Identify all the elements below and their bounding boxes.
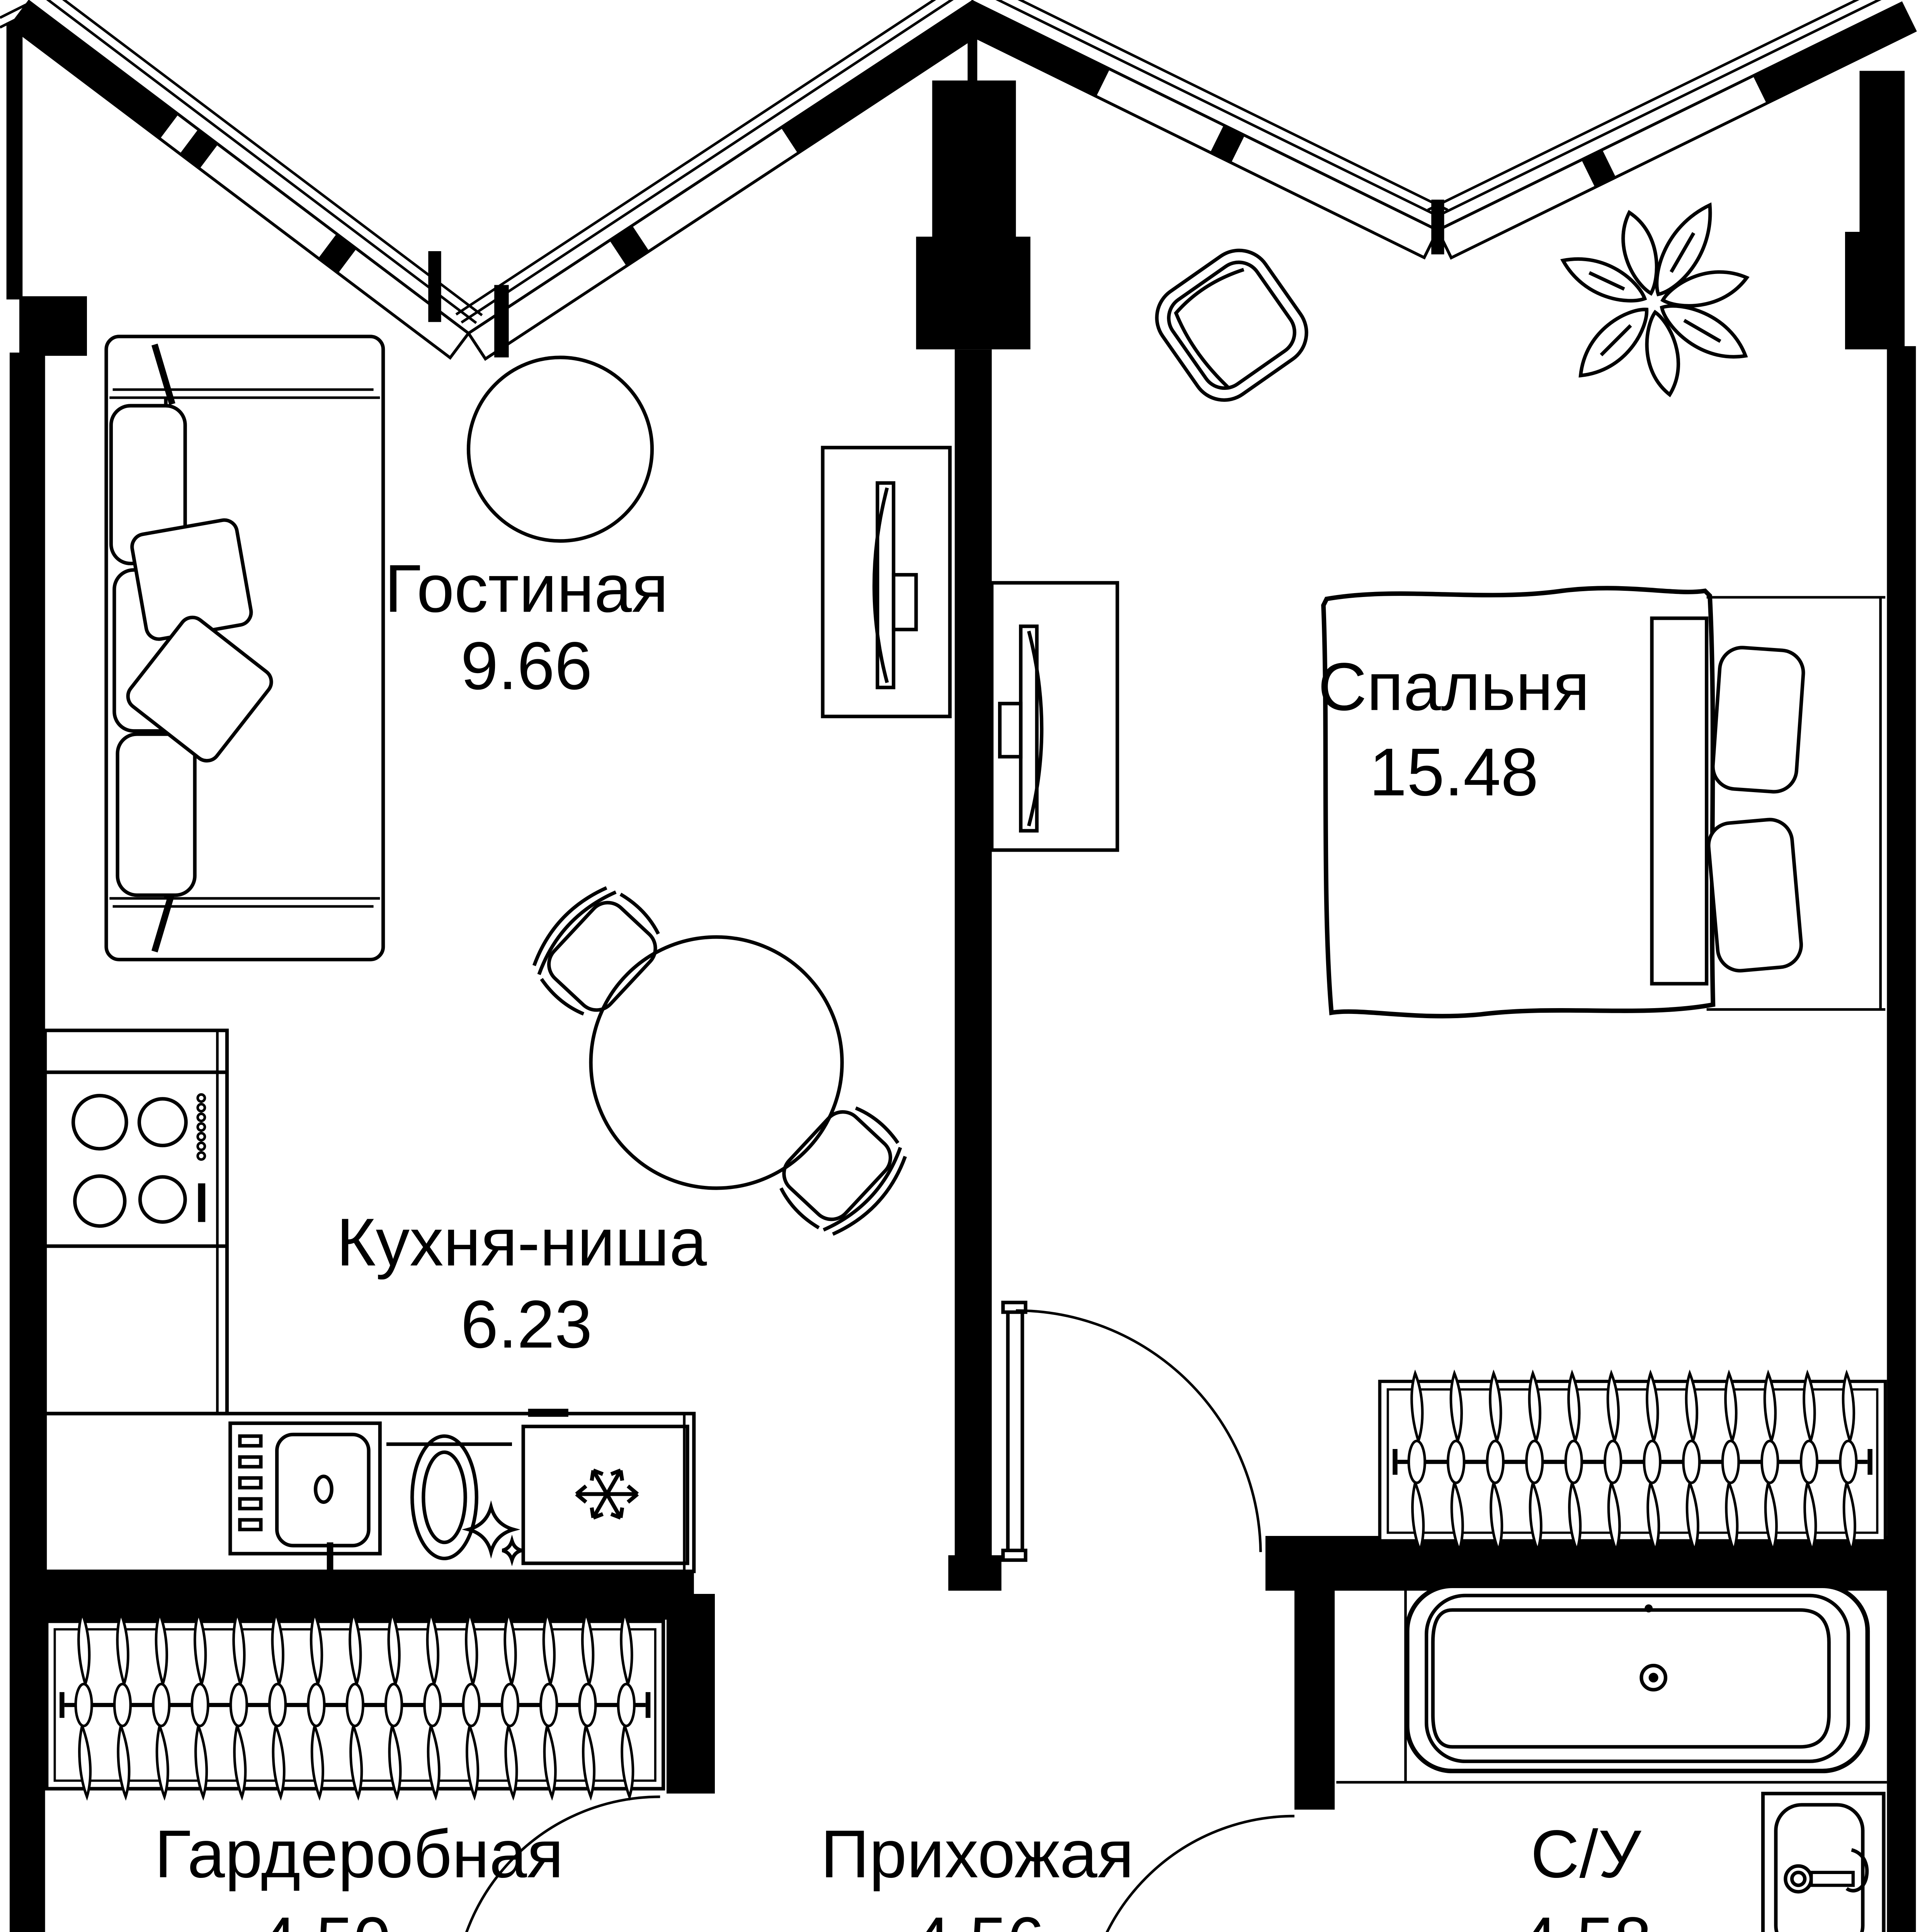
room-hallway: Прихожая 4.56 — [821, 1816, 1134, 1932]
room-label-hallway: Прихожая — [821, 1816, 1134, 1892]
dishwasher-icon — [386, 1434, 522, 1566]
dining-chair-icon — [532, 886, 660, 1016]
room-label-kitchen: Кухня-ниша — [337, 1205, 707, 1280]
bathroom-door — [1105, 1815, 1295, 1932]
area-label-wardrobe: 4.50 — [259, 1903, 391, 1932]
bedroom-closet-hangers — [1393, 1369, 1872, 1554]
room-bedroom: Спальня 15.48 — [990, 202, 1887, 1562]
wall-living-bedroom — [954, 349, 992, 1555]
wall-pilaster-left — [19, 296, 87, 356]
dining-chair-icon — [779, 1106, 907, 1236]
tv-stand-living-icon — [821, 446, 952, 718]
dining-table-icon — [532, 886, 907, 1236]
area-label-living: 9.66 — [461, 628, 592, 704]
plant-icon — [1560, 202, 1750, 398]
room-label-bathroom: С/У — [1531, 1816, 1642, 1892]
wardrobe-door — [465, 1795, 660, 1932]
room-kitchen: Кухня-ниша 6.23 — [43, 886, 907, 1615]
area-label-hallway: 4.56 — [913, 1903, 1045, 1932]
wall-pilaster-right — [1845, 232, 1905, 350]
armchair-icon — [1155, 248, 1308, 402]
round-side-table-icon — [466, 355, 654, 543]
tv-stand-bedroom-icon — [990, 581, 1119, 852]
wash-basin-icon — [1761, 1792, 1886, 1932]
kitchen-counter — [43, 1029, 696, 1573]
stove-icon — [71, 1093, 206, 1228]
facade-wall-segments — [10, 2, 1915, 357]
wardrobe-hangers — [60, 1609, 651, 1801]
fridge-icon — [521, 1425, 689, 1565]
room-label-wardrobe: Гардеробная — [155, 1816, 564, 1892]
area-label-bedroom: 15.48 — [1369, 735, 1539, 810]
walls — [6, 22, 1916, 1932]
bathtub-icon — [1405, 1583, 1870, 1774]
kitchen-sink-icon — [228, 1421, 382, 1615]
room-living: Гостиная 9.66 — [104, 335, 952, 961]
wall-kitchen-wardrobe — [40, 1571, 694, 1620]
facade-outer-lines — [0, 0, 1882, 324]
room-bathroom: С/У 4.58 — [1105, 1583, 1887, 1932]
area-label-kitchen: 6.23 — [461, 1287, 592, 1362]
bed-icon — [1321, 586, 1886, 1019]
area-label-bathroom: 4.58 — [1520, 1903, 1652, 1932]
sofa-icon — [104, 335, 385, 961]
bedroom-door — [1001, 1301, 1262, 1562]
room-label-living: Гостиная — [384, 551, 668, 626]
window-facade — [0, 0, 1917, 361]
room-label-bedroom: Спальня — [1318, 649, 1590, 724]
wall-center-pillar — [932, 80, 1016, 237]
room-wardrobe: Гардеробная 4.50 — [45, 1609, 665, 1932]
